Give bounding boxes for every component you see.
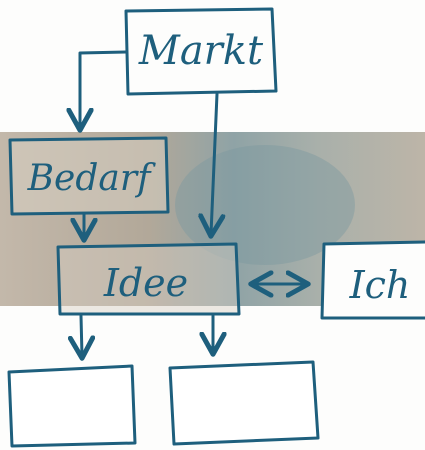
node-markt-label: Markt [138, 28, 264, 74]
node-idee-label: Idee [103, 261, 188, 305]
node-ich: Ich [320, 240, 425, 320]
node-bedarf-box [8, 136, 170, 216]
node-bedarf: Bedarf [8, 136, 170, 216]
node-ich-box [320, 240, 425, 320]
node-markt-box [124, 7, 278, 96]
edge-markt-bedarf [80, 50, 128, 128]
edge-idee-empty-left [81, 314, 82, 356]
node-idee-box [56, 242, 241, 316]
node-empty-left [7, 364, 137, 448]
node-ich-label: Ich [349, 263, 411, 307]
node-idee: Idee [56, 242, 241, 316]
node-markt: Markt [124, 7, 278, 96]
node-bedarf-label: Bedarf [27, 158, 156, 199]
edge-markt-idee [211, 92, 217, 234]
node-empty-right [168, 360, 320, 446]
